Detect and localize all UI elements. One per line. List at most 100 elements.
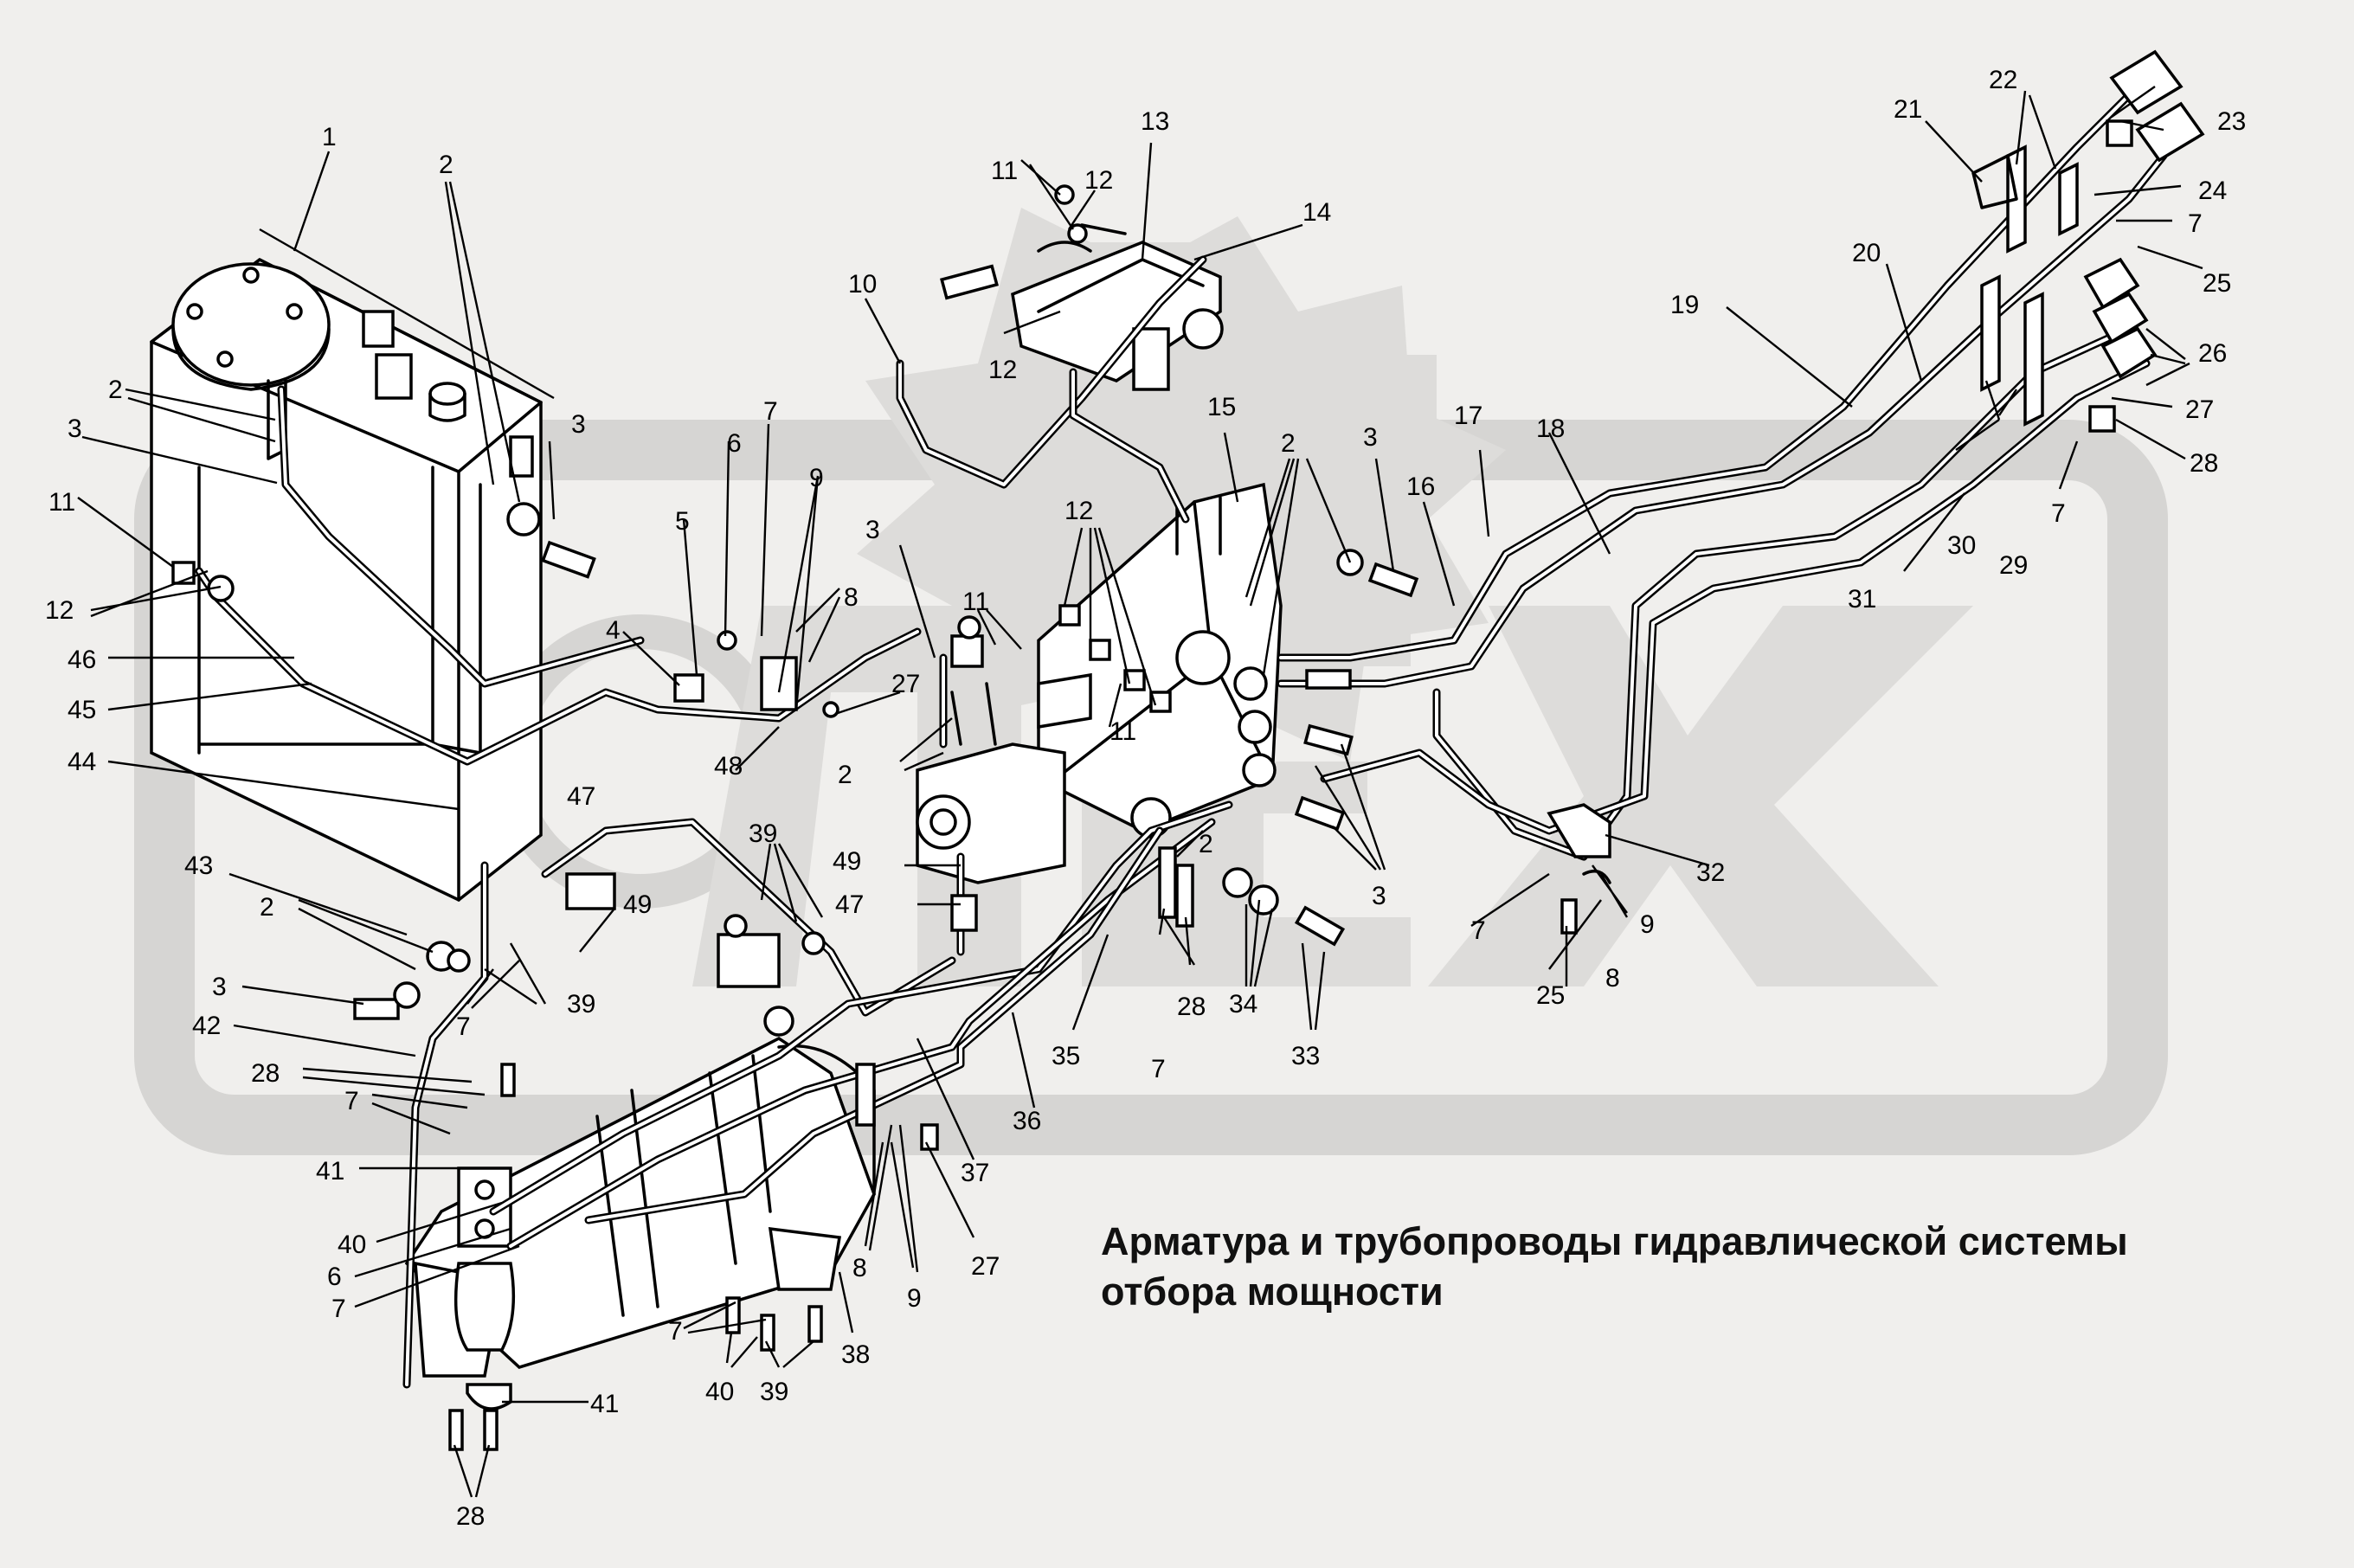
callout-7: 7 [456,1012,471,1041]
callout-7: 7 [344,1087,359,1115]
callout-28: 28 [2190,449,2218,478]
callout-37: 37 [961,1159,989,1187]
callout-29: 29 [1999,551,2028,580]
callout-17: 17 [1454,402,1483,430]
callout-28: 28 [456,1502,485,1531]
callout-8: 8 [852,1254,867,1282]
callout-31: 31 [1848,585,1876,614]
callout-7: 7 [763,397,778,426]
callout-48: 48 [714,752,743,781]
callout-42: 42 [192,1012,221,1040]
callout-3: 3 [1363,423,1378,452]
callout-13: 13 [1141,107,1169,136]
callout-40: 40 [338,1231,366,1259]
callout-47: 47 [567,782,595,811]
callout-labels: 1 2 3 2 3 11 12 46 45 44 4 5 6 7 9 8 27 … [45,66,2246,1531]
callout-44: 44 [68,748,96,776]
callout-5: 5 [675,507,690,536]
callout-39: 39 [760,1378,788,1406]
callout-2: 2 [838,761,852,789]
callout-2: 2 [260,893,274,922]
callout-36: 36 [1013,1107,1041,1135]
callout-12: 12 [45,596,74,625]
callout-25: 25 [2203,269,2231,298]
callout-2: 2 [1199,830,1213,858]
callout-47: 47 [835,890,864,919]
callout-49: 49 [623,890,652,919]
callout-7: 7 [1151,1055,1166,1083]
callout-4: 4 [606,616,621,645]
callout-7: 7 [668,1317,683,1346]
callout-2: 2 [108,376,123,404]
callout-16: 16 [1406,472,1435,501]
callout-27: 27 [891,670,920,698]
callout-11: 11 [991,157,1018,185]
caption-line-2: отбора мощности [1101,1269,1444,1314]
callout-12: 12 [1084,166,1113,195]
leader-lines [77,86,2203,1498]
callout-28: 28 [1177,993,1206,1021]
callout-2: 2 [439,151,453,179]
callout-9: 9 [907,1284,922,1313]
callout-3: 3 [68,414,82,443]
callout-33: 33 [1291,1042,1320,1070]
callout-40: 40 [705,1378,734,1406]
callout-11: 11 [48,488,75,517]
callout-3: 3 [1372,882,1386,910]
callout-32: 32 [1696,858,1725,887]
callout-39: 39 [749,819,777,848]
callout-45: 45 [68,696,96,724]
callout-28: 28 [251,1059,280,1088]
callout-24: 24 [2198,177,2227,205]
callout-39: 39 [567,990,595,1019]
callout-18: 18 [1536,414,1565,443]
caption-line-1: Арматура и трубопроводы гидравлической с… [1101,1219,2128,1263]
callout-46: 46 [68,646,96,674]
callout-41: 41 [316,1157,344,1186]
callout-8: 8 [844,583,859,612]
callout-26: 26 [2198,339,2227,368]
callout-19: 19 [1670,291,1699,319]
callout-25: 25 [1536,981,1565,1010]
callout-15: 15 [1207,393,1236,421]
callout-43: 43 [184,851,213,880]
callout-22: 22 [1989,66,2017,94]
callout-7: 7 [331,1295,346,1323]
callout-11: 11 [1109,717,1136,746]
callout-10: 10 [848,270,877,299]
fittings [171,119,2133,1451]
callout-23: 23 [2217,107,2246,136]
callout-27: 27 [971,1252,1000,1281]
callout-9: 9 [809,464,824,492]
callout-14: 14 [1302,198,1331,227]
hydraulic-tank [150,257,543,903]
valve-body [916,672,1092,884]
top-distributor [1011,223,1224,391]
callout-12: 12 [988,356,1017,384]
callout-30: 30 [1947,531,1976,560]
pipelines [195,91,2168,1389]
quick-couplings [1971,49,2205,427]
callout-34: 34 [1229,990,1257,1019]
callout-1: 1 [322,123,337,151]
callout-7: 7 [1471,916,1486,945]
callout-7: 7 [2051,499,2066,528]
callout-8: 8 [1605,964,1620,993]
callout-41: 41 [590,1390,619,1418]
callout-7: 7 [2188,209,2203,238]
callout-27: 27 [2185,395,2214,424]
callout-49: 49 [833,847,861,876]
callout-3: 3 [212,973,227,1001]
callout-21: 21 [1894,95,1922,124]
callout-11: 11 [962,588,989,616]
callout-12: 12 [1064,497,1093,525]
callout-3: 3 [865,516,880,544]
callout-6: 6 [727,429,742,458]
callout-9: 9 [1640,910,1655,939]
callout-38: 38 [841,1340,870,1369]
callout-2: 2 [1281,429,1296,458]
callout-6: 6 [327,1263,342,1291]
callout-35: 35 [1052,1042,1080,1070]
callout-20: 20 [1852,239,1881,267]
